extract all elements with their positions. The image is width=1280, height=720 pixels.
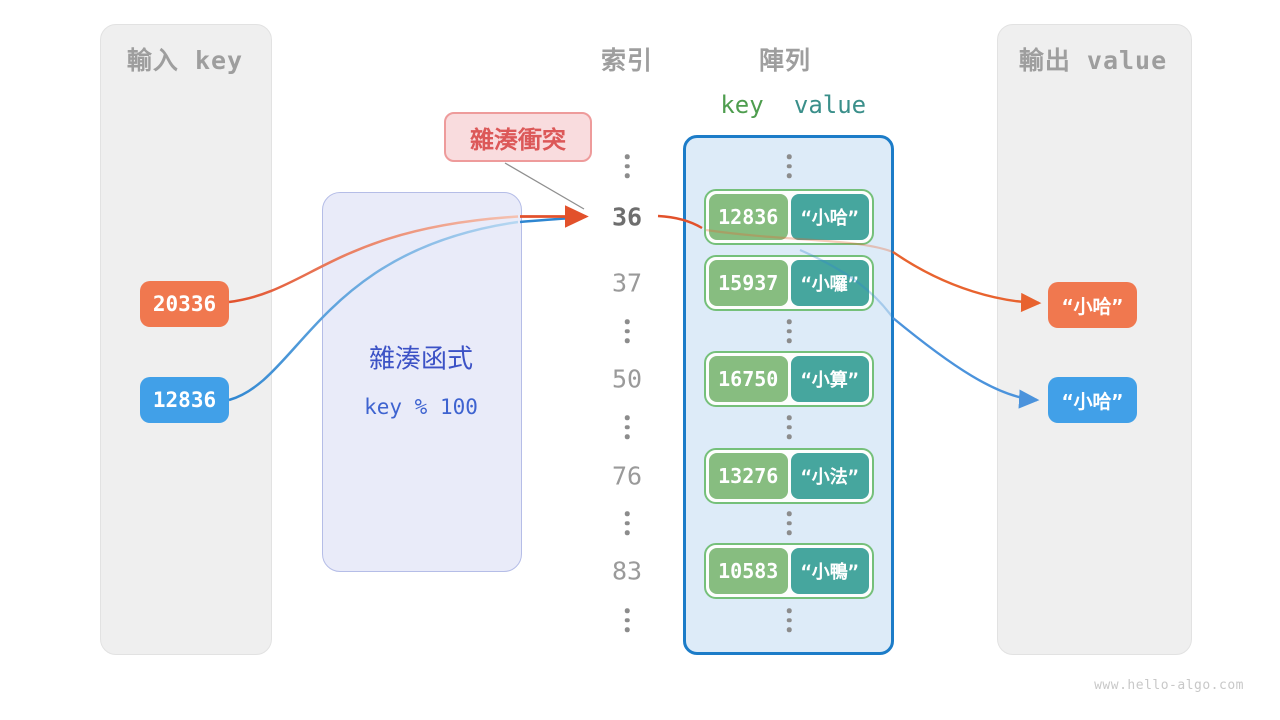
ellipsis-dots <box>624 511 630 535</box>
index-value: 36 <box>611 202 643 232</box>
array-value-header: value <box>793 91 867 119</box>
index-value: 50 <box>611 364 643 394</box>
index-value: 76 <box>611 461 643 491</box>
array-row: 16750 “小算” <box>704 351 874 407</box>
collision-badge: 雜湊衝突 <box>444 112 592 162</box>
output-panel <box>997 24 1192 655</box>
key-cell: 12836 <box>709 194 788 240</box>
input-panel-title: 輸入 key <box>126 46 244 75</box>
key-cell: 15937 <box>709 260 788 306</box>
input-panel <box>100 24 272 655</box>
input-key-chip: 12836 <box>140 377 229 423</box>
watermark: www.hello-algo.com <box>1094 678 1244 693</box>
output-panel-title: 輸出 value <box>1018 46 1168 75</box>
ellipsis-dots <box>786 415 792 439</box>
key-cell: 16750 <box>709 356 788 402</box>
value-cell: “小法” <box>790 453 869 499</box>
ellipsis-dots <box>786 511 792 535</box>
value-cell: “小囉” <box>790 260 869 306</box>
ellipsis-dots <box>624 608 630 632</box>
ellipsis-dots <box>786 608 792 632</box>
value-cell: “小哈” <box>790 194 869 240</box>
ellipsis-dots <box>624 415 630 439</box>
output-value-chip: “小哈” <box>1048 377 1137 423</box>
hash-function-formula: key % 100 <box>364 395 478 419</box>
value-cell: “小鴨” <box>790 548 869 594</box>
ellipsis-dots <box>786 154 792 178</box>
ellipsis-dots <box>624 154 630 178</box>
index-column-title: 索引 <box>600 46 654 75</box>
ellipsis-dots <box>624 319 630 343</box>
output-value-chip: “小哈” <box>1048 282 1137 328</box>
array-row: 15937 “小囉” <box>704 255 874 311</box>
array-title: 陣列 <box>758 46 812 75</box>
ellipsis-dots <box>786 319 792 343</box>
key-cell: 13276 <box>709 453 788 499</box>
input-key-chip: 20336 <box>140 281 229 327</box>
hash-function-box <box>322 192 522 572</box>
value-cell: “小算” <box>790 356 869 402</box>
array-row: 13276 “小法” <box>704 448 874 504</box>
key-cell: 10583 <box>709 548 788 594</box>
array-row: 10583 “小鴨” <box>704 543 874 599</box>
array-key-header: key <box>720 91 764 119</box>
hash-function-title: 雜湊函式 <box>368 344 474 375</box>
index-value: 83 <box>611 556 643 586</box>
array-row: 12836 “小哈” <box>704 189 874 245</box>
index-value: 37 <box>611 268 643 298</box>
